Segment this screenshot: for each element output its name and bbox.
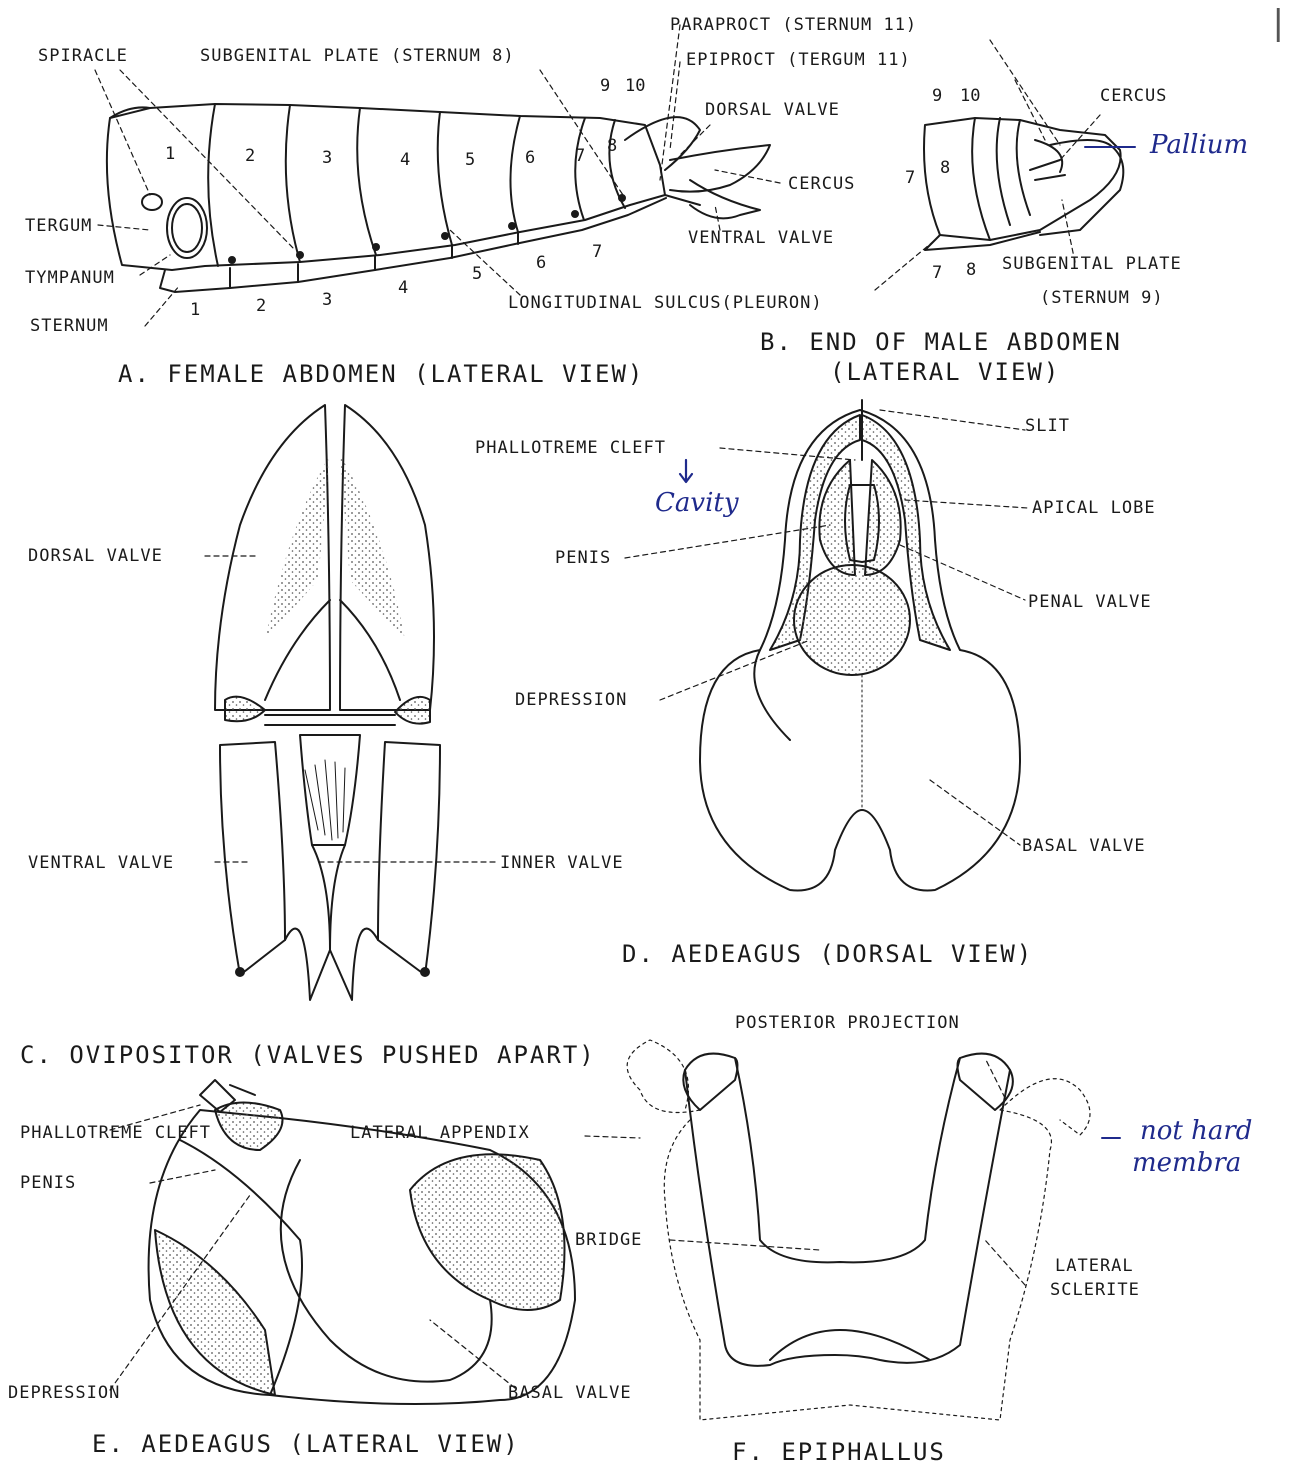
sternum-number: 1 [190, 302, 200, 319]
segment-number: 10 [960, 88, 980, 105]
tergum-number: 5 [465, 152, 475, 169]
tergum-number: 1 [165, 146, 175, 163]
caption-e: E. AEDEAGUS (LATERAL VIEW) [92, 1432, 520, 1456]
sternum9-label: (STERNUM 9) [1040, 290, 1164, 307]
ventral-valve-label-c: VENTRAL VALVE [28, 855, 174, 872]
sternum-number: 2 [256, 298, 266, 315]
dorsal-valve-label-a: DORSAL VALVE [705, 102, 840, 119]
inner-valve-label: INNER VALVE [500, 855, 624, 872]
caption-d: D. AEDEAGUS (DORSAL VIEW) [622, 942, 1033, 966]
sternum-label: STERNUM [30, 318, 109, 335]
caption-b-line2: (LATERAL VIEW) [830, 360, 1060, 384]
spiracle-label: SPIRACLE [38, 48, 128, 65]
lateral-sclerite-label-line1: LATERAL [1055, 1258, 1134, 1275]
ventral-valve-label-a: VENTRAL VALVE [688, 230, 834, 247]
cercus-label-a: CERCUS [788, 176, 855, 193]
caption-a: A. FEMALE ABDOMEN (LATERAL VIEW) [118, 362, 644, 386]
bridge-label: BRIDGE [575, 1232, 642, 1249]
tergum-number: 6 [525, 150, 535, 167]
paraproct-label: PARAPROCT (STERNUM 11) [670, 17, 917, 34]
phallotreme-cleft-label-d: PHALLOTREME CLEFT [475, 440, 666, 457]
epiproct-label: EPIPROCT (TERGUM 11) [686, 52, 911, 69]
slit-label: SLIT [1025, 418, 1070, 435]
penis-label-e: PENIS [20, 1175, 76, 1192]
tergum-number: 10 [625, 78, 645, 95]
penal-valve-label: PENAL VALVE [1028, 594, 1152, 611]
caption-b-line1: B. END OF MALE ABDOMEN [760, 330, 1122, 354]
posterior-projection-label: POSTERIOR PROJECTION [735, 1015, 960, 1032]
tergum-number: 7 [575, 148, 585, 165]
male-abdomen-drawing [875, 40, 1135, 290]
sternum-number: 5 [472, 266, 482, 283]
tergum-label: TERGUM [25, 218, 92, 235]
segment-number: 9 [932, 88, 942, 105]
penis-label-d: PENIS [555, 550, 611, 567]
tergum-number: 4 [400, 152, 410, 169]
subgenital-plate-label-b: SUBGENITAL PLATE [1002, 256, 1182, 273]
handwritten-pallium-note: Pallium [1150, 132, 1248, 158]
basal-valve-label-d: BASAL VALVE [1022, 838, 1146, 855]
caption-f: F. EPIPHALLUS [732, 1440, 946, 1464]
ovipositor-drawing [205, 405, 495, 1000]
basal-valve-label-e: BASAL VALVE [508, 1385, 632, 1402]
subgenital-plate-label: SUBGENITAL PLATE (STERNUM 8) [200, 48, 515, 65]
apical-lobe-label: APICAL LOBE [1032, 500, 1156, 517]
segment-number: 7 [932, 265, 942, 282]
tergum-number: 9 [600, 78, 610, 95]
dorsal-valve-label-c: DORSAL VALVE [28, 548, 163, 565]
sternum-number: 7 [592, 244, 602, 261]
segment-number: 8 [966, 262, 976, 279]
cercus-label-b: CERCUS [1100, 88, 1167, 105]
tympanum-label: TYMPANUM [25, 270, 115, 287]
tergum-number: 3 [322, 150, 332, 167]
handwritten-membra-note: membra [1132, 1150, 1241, 1176]
sternum-number: 4 [398, 280, 408, 297]
phallotreme-cleft-label-e: PHALLOTREME CLEFT [20, 1125, 211, 1142]
lateral-appendix-label: LATERAL APPENDIX [350, 1125, 530, 1142]
sternum-number: 6 [536, 255, 546, 272]
epiphallus-drawing [585, 1040, 1120, 1420]
longitudinal-sulcus-label: LONGITUDINAL SULCUS(PLEURON) [508, 295, 823, 312]
aedeagus-dorsal-drawing [625, 400, 1028, 891]
segment-number: 7 [905, 170, 915, 187]
segment-number: 8 [940, 160, 950, 177]
handwritten-cavity-note: Cavity [655, 490, 739, 516]
depression-label-d: DEPRESSION [515, 692, 627, 709]
handwritten-not-hard-note: not hard [1140, 1118, 1252, 1144]
page-mark: | [1268, 6, 1289, 40]
female-abdomen-drawing [95, 25, 780, 326]
depression-label-e: DEPRESSION [8, 1385, 120, 1402]
caption-c: C. OVIPOSITOR (VALVES PUSHED APART) [20, 1043, 596, 1067]
tergum-number: 2 [245, 148, 255, 165]
lateral-sclerite-label-line2: SCLERITE [1050, 1282, 1140, 1299]
tergum-number: 8 [607, 138, 617, 155]
sternum-number: 3 [322, 292, 332, 309]
